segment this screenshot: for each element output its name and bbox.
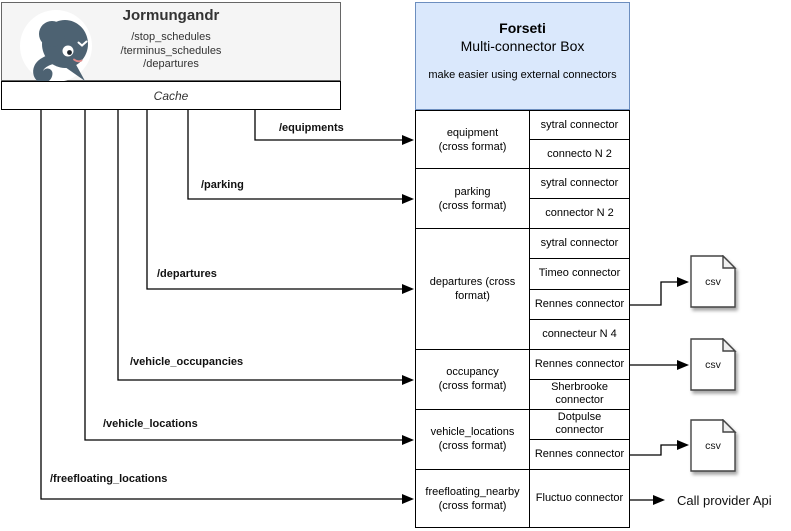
- arrow-freefloating-locations: [40, 110, 414, 504]
- connector-cell: Rennes connector: [534, 357, 625, 370]
- table-row-parking: parking (cross format) sytral connector …: [416, 168, 629, 229]
- cache-box: Cache: [1, 81, 341, 110]
- connector-cell: Rennes connector: [530, 288, 629, 319]
- jormungandr-title: Jormungandr: [122, 7, 220, 24]
- csv-file-icon: [690, 255, 737, 308]
- jormungandr-box: Jormungandr /stop_schedules /terminus_sc…: [1, 2, 341, 83]
- table-row-equipment: equipment (cross format) sytral connecto…: [416, 111, 629, 169]
- connector-cell: Timeo connector: [530, 258, 629, 288]
- forseti-box: Forseti Multi-connector Box make easier …: [415, 2, 630, 110]
- connector-cell: Sherbrooke connector: [530, 378, 629, 409]
- arrow-departures: [146, 110, 414, 294]
- arrow-label-vehicle-occupancies: /vehicle_occupancies: [130, 356, 244, 368]
- table-row-freefloating: freefloating_nearby (cross format) Fluct…: [416, 468, 629, 528]
- csv-file-label: csv: [705, 359, 721, 371]
- csv-file-icon: [690, 419, 737, 472]
- connector-cell: sytral connector: [540, 237, 619, 250]
- endpoint-cell: departures (cross format): [416, 229, 530, 349]
- table-row-departures: departures (cross format) sytral connect…: [416, 228, 629, 349]
- connector-cell: sytral connector: [540, 177, 619, 190]
- forseti-subtitle: Multi-connector Box: [460, 38, 585, 54]
- arrow-vehicle-occupancies: [117, 110, 414, 385]
- endpoint-cell: occupancy (cross format): [416, 349, 530, 409]
- endpoint-cell: freefloating_nearby (cross format): [416, 469, 530, 528]
- arrow-vehicle-rennes-to-csv: [630, 440, 689, 456]
- csv-file-icon: [690, 338, 737, 391]
- connector-cell: Rennes connector: [530, 438, 629, 469]
- connector-cell: Dotpulse connector: [555, 411, 604, 437]
- arrow-departures-rennes-to-csv: [630, 277, 689, 306]
- table-row-occupancy: occupancy (cross format) Rennes connecto…: [416, 348, 629, 409]
- forseti-title: Forseti: [499, 20, 546, 36]
- endpoint-cell: vehicle_locations (cross format): [416, 409, 530, 469]
- jormungandr-endpoints: /stop_schedules /terminus_schedules /dep…: [120, 31, 222, 70]
- connector-table: equipment (cross format) sytral connecto…: [415, 110, 630, 528]
- arrow-label-vehicle-locations: /vehicle_locations: [103, 418, 198, 430]
- arrow-label-equipments: /equipments: [279, 122, 344, 134]
- endpoint-cell: parking (cross format): [416, 169, 530, 229]
- table-row-vehicle-locations: vehicle_locations (cross format) Dotpuls…: [416, 408, 629, 469]
- connector-cell: connecto N 2: [530, 139, 629, 168]
- arrow-vehicle-locations: [84, 110, 414, 445]
- arrow-label-freefloating-locations: /freefloating_locations: [50, 473, 168, 485]
- cache-label: Cache: [153, 88, 189, 103]
- connector-cell: Fluctuo connector: [535, 492, 624, 504]
- connector-cell: sytral connector: [540, 118, 619, 131]
- csv-file-label: csv: [705, 276, 721, 288]
- call-provider-api-label: Call provider Api: [677, 493, 772, 508]
- arrow-label-departures: /departures: [157, 268, 217, 280]
- forseti-description: make easier using external connectors: [428, 69, 617, 81]
- arrow-label-parking: /parking: [201, 179, 244, 191]
- connector-cell: connector N 2: [530, 198, 629, 228]
- csv-file-label: csv: [705, 440, 721, 452]
- connector-cell: connecteur N 4: [530, 318, 629, 349]
- jormungandr-mammoth-icon: [20, 10, 92, 83]
- endpoint-cell: equipment (cross format): [416, 111, 530, 169]
